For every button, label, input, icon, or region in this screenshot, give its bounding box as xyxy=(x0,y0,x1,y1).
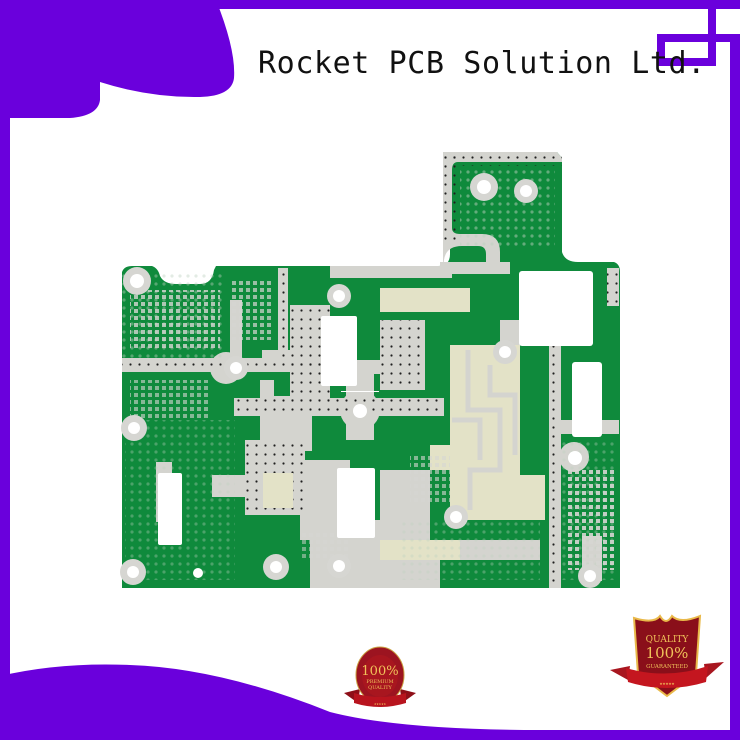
shield-line-1: QUALITY xyxy=(646,635,690,645)
seal-percent: 100% xyxy=(361,664,398,679)
premium-quality-seal-badge: 100% PREMIUM QUALITY ★★★★★ xyxy=(340,645,420,720)
shield-line-3: GUARANTEED xyxy=(646,664,688,670)
shield-line-2: 100% xyxy=(646,644,689,662)
seal-stars: ★★★★★ xyxy=(374,701,387,706)
quality-guaranteed-shield-badge: QUALITY 100% GUARANTEED ★★★★★ xyxy=(608,612,726,712)
company-name: Rocket PCB Solution Ltd. xyxy=(258,46,706,81)
seal-subtext-1: PREMIUM xyxy=(366,679,393,685)
shield-stars: ★★★★★ xyxy=(659,681,674,687)
seal-subtext-2: QUALITY xyxy=(368,685,392,691)
